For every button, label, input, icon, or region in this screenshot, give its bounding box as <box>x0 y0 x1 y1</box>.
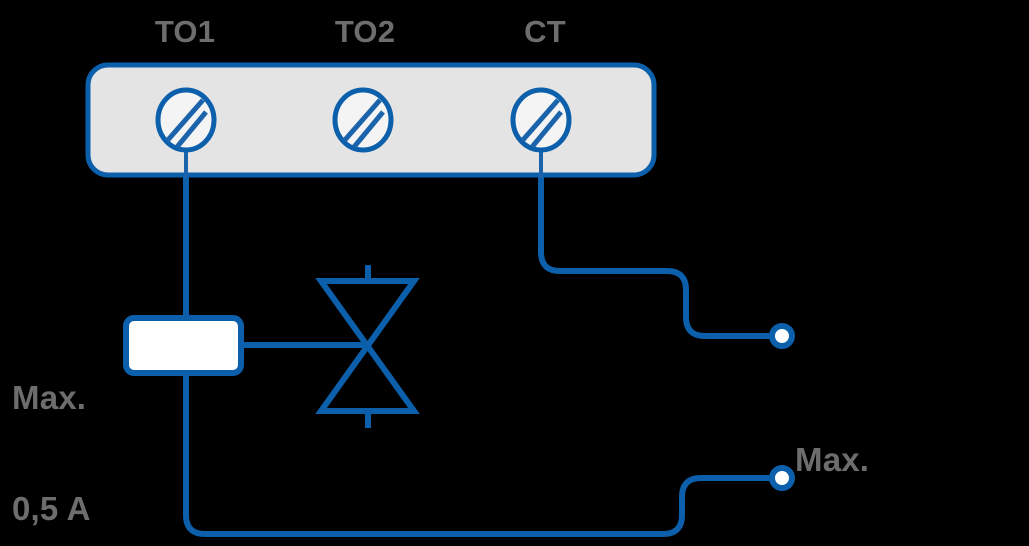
supply-rating-line1: Max. <box>795 440 870 478</box>
wire-fuse-to-supply-bottom <box>183 373 775 537</box>
connection-point-supply-bottom[interactable] <box>769 465 795 491</box>
supply-rating-label: Max. ~ 230 V AC <box>795 368 967 546</box>
screw-slot-line-b <box>530 110 563 149</box>
terminal-label-to2: TO2 <box>334 14 396 49</box>
screw-terminal-ct[interactable] <box>510 87 572 153</box>
valve-symbol-icon <box>315 265 420 428</box>
screw-slot-line-a <box>342 98 382 143</box>
screw-slot-line-a <box>165 98 205 143</box>
screw-terminal-to1[interactable] <box>155 87 217 153</box>
screw-slot-line-b <box>175 110 208 149</box>
terminal-label-to1: TO1 <box>154 14 216 49</box>
wire-ct-to-supply-top <box>538 140 775 339</box>
connection-point-supply-top[interactable] <box>769 323 795 349</box>
valve-bowtie <box>315 278 420 414</box>
screw-slot-line-b <box>352 110 385 149</box>
fuse-rating-line1: Max. <box>12 378 87 416</box>
screw-slot-line-a <box>520 98 560 143</box>
fuse-icon <box>123 315 244 376</box>
terminal-label-ct: CT <box>524 14 566 49</box>
screw-terminal-to2[interactable] <box>332 87 394 153</box>
fuse-rating-label: Max. 0,5 A <box>12 306 91 546</box>
fuse-rating-line2: 0,5 A <box>12 489 91 527</box>
